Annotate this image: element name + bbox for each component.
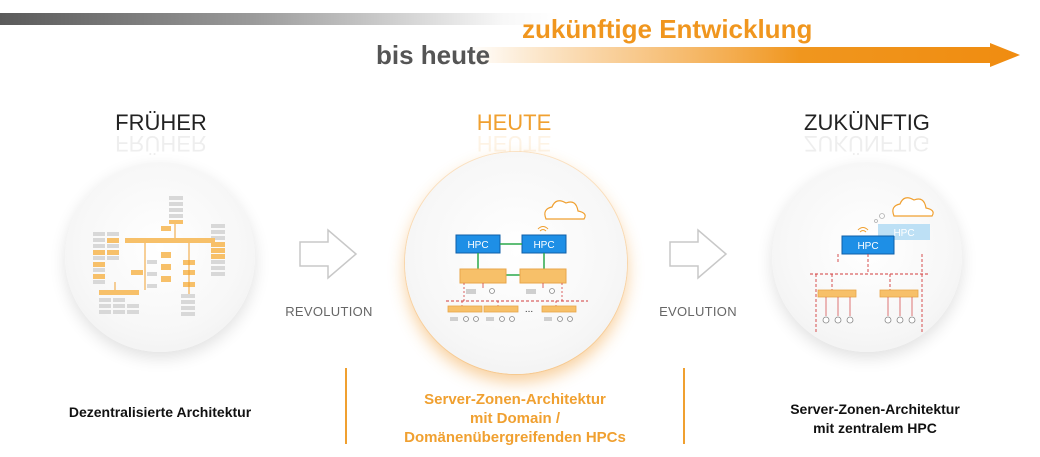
wifi-icon — [537, 226, 549, 232]
hpc-label-central: HPC — [857, 241, 878, 252]
zonal-domain-hpc-diagram: HPC HPC ... — [446, 200, 588, 322]
caption-future: Server-Zonen-Architektur mit zentralem H… — [740, 400, 1010, 438]
future-development-title: zukünftige Entwicklung — [522, 14, 813, 44]
era-label-past-reflection: FRÜHER — [115, 131, 207, 156]
separator-left — [345, 368, 347, 444]
era-label-past: FRÜHER — [115, 110, 207, 135]
caption-today-line-2: mit Domain / — [469, 410, 560, 427]
caption-past: Dezentralisierte Architektur — [68, 404, 252, 420]
era-label-today: HEUTE — [476, 110, 552, 135]
caption-future-line-2: mit zentralem HPC — [813, 420, 937, 436]
until-today-title: bis heute — [376, 40, 491, 70]
cloud-icon — [544, 200, 586, 220]
hpc-label-right: HPC — [533, 240, 554, 251]
future-architecture-circle — [772, 162, 962, 352]
today-architecture-circle — [405, 152, 627, 374]
history-gradient-bar — [0, 13, 560, 25]
caption-today-line-1: Server-Zonen-Architektur — [424, 391, 606, 408]
revolution-arrow-icon — [299, 228, 358, 280]
evolution-label: EVOLUTION — [659, 304, 737, 319]
hpc-label-light: HPC — [893, 228, 914, 239]
decentralized-architecture-diagram — [93, 196, 225, 316]
evolution-arrow-icon — [669, 228, 728, 280]
hpc-label-left: HPC — [467, 240, 488, 251]
separator-right — [683, 368, 685, 444]
caption-future-line-1: Server-Zonen-Architektur — [790, 401, 960, 417]
cloud-icon — [892, 197, 934, 217]
wifi-icon — [857, 227, 869, 233]
era-label-future: ZUKÜNFTIG — [804, 110, 930, 135]
revolution-label: REVOLUTION — [285, 304, 373, 319]
future-arrow-bar — [470, 43, 1020, 67]
caption-today-line-3: Domänenübergreifenden HPCs — [404, 429, 626, 446]
ellipsis-label: ... — [525, 304, 533, 315]
era-label-future-reflection: ZUKÜNFTIG — [804, 131, 930, 156]
central-hpc-diagram: HPC HPC — [810, 197, 934, 332]
caption-today: Server-Zonen-Architektur mit Domain / Do… — [370, 390, 660, 447]
